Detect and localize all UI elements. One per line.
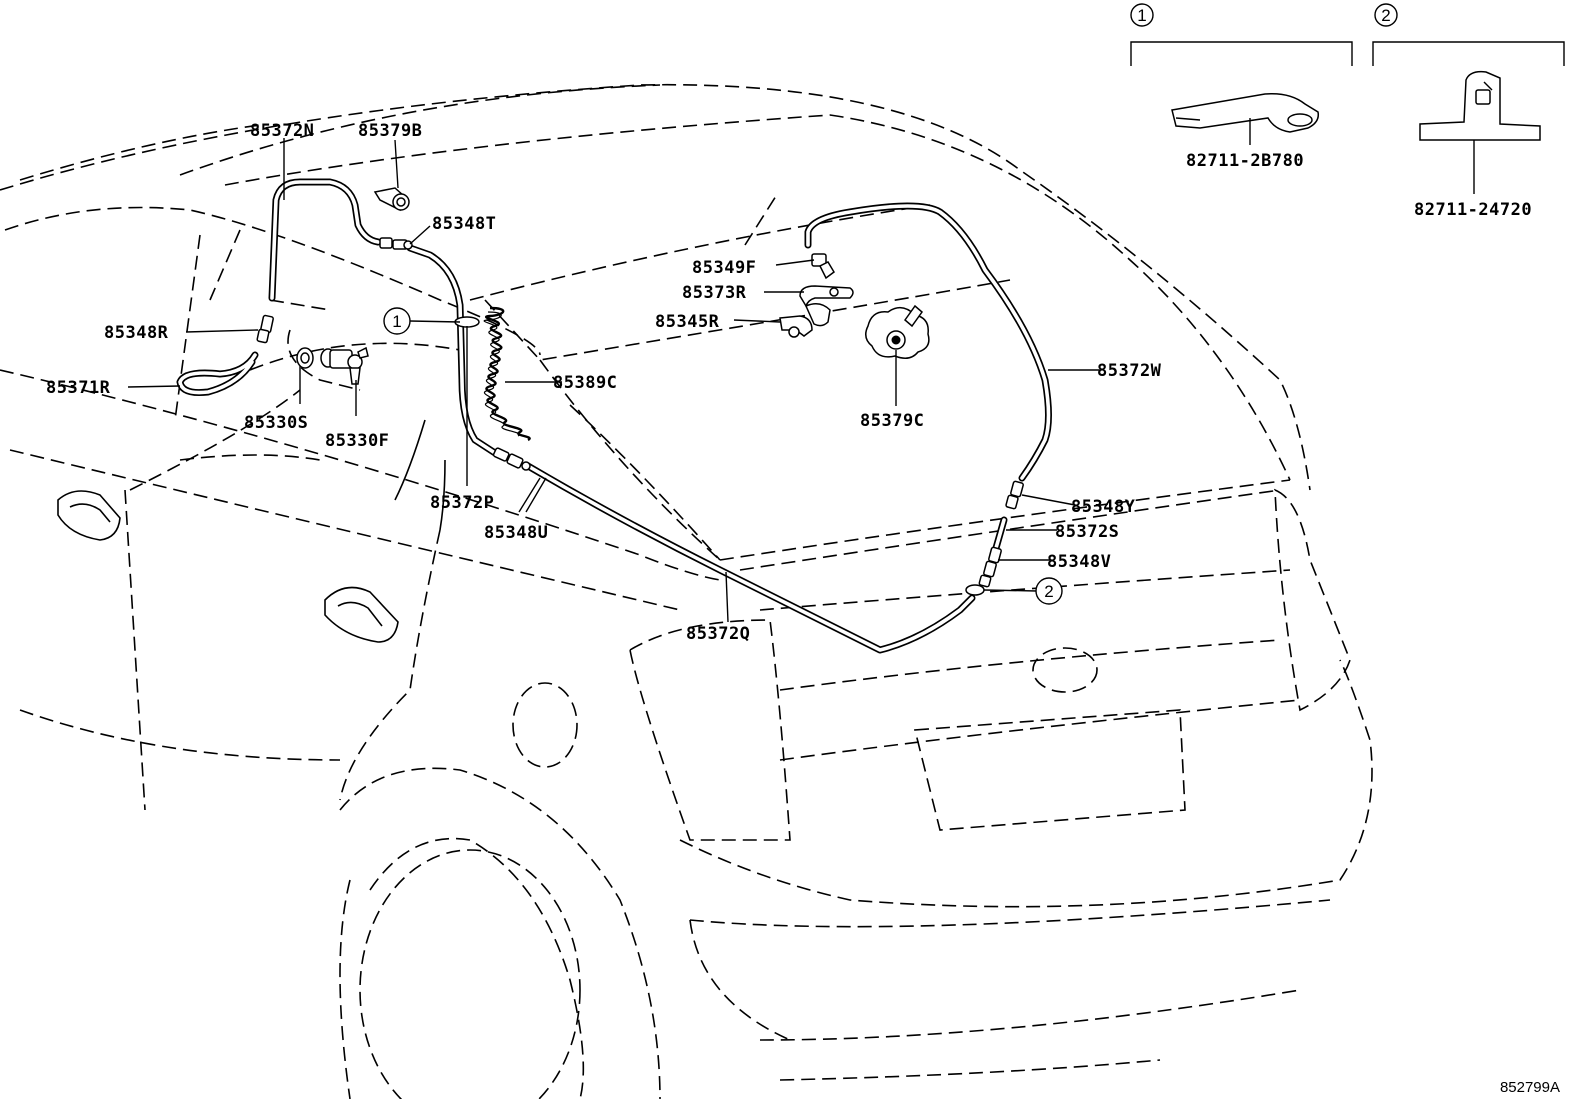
callout-2-inset-text: 2	[1381, 6, 1390, 25]
callout-1-inset: 1	[1130, 3, 1154, 27]
part-85345R-icon	[779, 303, 831, 338]
label-85372W: 85372W	[1097, 361, 1162, 381]
parts	[256, 187, 1024, 596]
inset-clips	[1130, 41, 1565, 141]
callout-1-inset-text: 1	[1137, 6, 1146, 25]
callout-2-diagram: 2	[1035, 577, 1063, 605]
leader-lines	[127, 118, 1475, 623]
label-85345R: 85345R	[655, 312, 720, 332]
label-85379C: 85379C	[860, 411, 924, 431]
part-85348U-icon	[492, 447, 531, 471]
car-body-outline	[0, 83, 1373, 1099]
part-85348R-icon	[256, 314, 274, 344]
part-labels: 85372N 85379B 85348T 85348R 85371R 85330…	[46, 121, 1532, 644]
label-85372N: 85372N	[250, 121, 314, 141]
label-85372P: 85372P	[430, 493, 494, 513]
label-85379B: 85379B	[358, 121, 422, 141]
part-85379B-icon	[373, 187, 410, 212]
label-82711-2B780: 82711-2B780	[1186, 151, 1304, 171]
callout-2-diagram-text: 2	[1044, 582, 1053, 601]
label-85330F: 85330F	[325, 431, 389, 451]
callout-1-diagram-text: 1	[392, 312, 401, 331]
part-85373R-icon	[799, 285, 854, 308]
label-85372S: 85372S	[1055, 522, 1119, 542]
part-85330S-icon	[296, 347, 314, 369]
part-85348Y-icon	[1005, 480, 1024, 510]
part-85348T-icon	[379, 237, 413, 250]
label-85372Q: 85372Q	[686, 624, 750, 644]
label-85349F: 85349F	[692, 258, 756, 278]
label-85330S: 85330S	[244, 413, 308, 433]
label-85348Y: 85348Y	[1071, 497, 1136, 517]
label-85348T: 85348T	[432, 214, 496, 234]
callout-circles: 1 2 1 2	[383, 3, 1398, 605]
part-85348V-icon	[978, 546, 1002, 588]
part-85330F-icon	[320, 346, 369, 385]
callout-2-inset: 2	[1374, 3, 1398, 27]
label-82711-24720: 82711-24720	[1414, 200, 1532, 220]
label-85373R: 85373R	[682, 283, 747, 303]
part-85349F-icon	[811, 253, 835, 280]
clip-82711-2B780-icon	[1171, 92, 1320, 133]
coil-85389C	[483, 306, 531, 442]
label-85371R: 85371R	[46, 378, 111, 398]
part-85379C-icon	[865, 304, 930, 359]
label-85348R: 85348R	[104, 323, 169, 343]
diagram-code: 852799A	[1500, 1079, 1560, 1096]
label-85348V: 85348V	[1047, 552, 1111, 572]
callout-1-diagram: 1	[383, 307, 411, 335]
label-85348U: 85348U	[484, 523, 548, 543]
label-85389C: 85389C	[553, 373, 617, 393]
washer-hoses	[176, 178, 1052, 654]
clip-82711-24720-icon	[1419, 70, 1541, 141]
